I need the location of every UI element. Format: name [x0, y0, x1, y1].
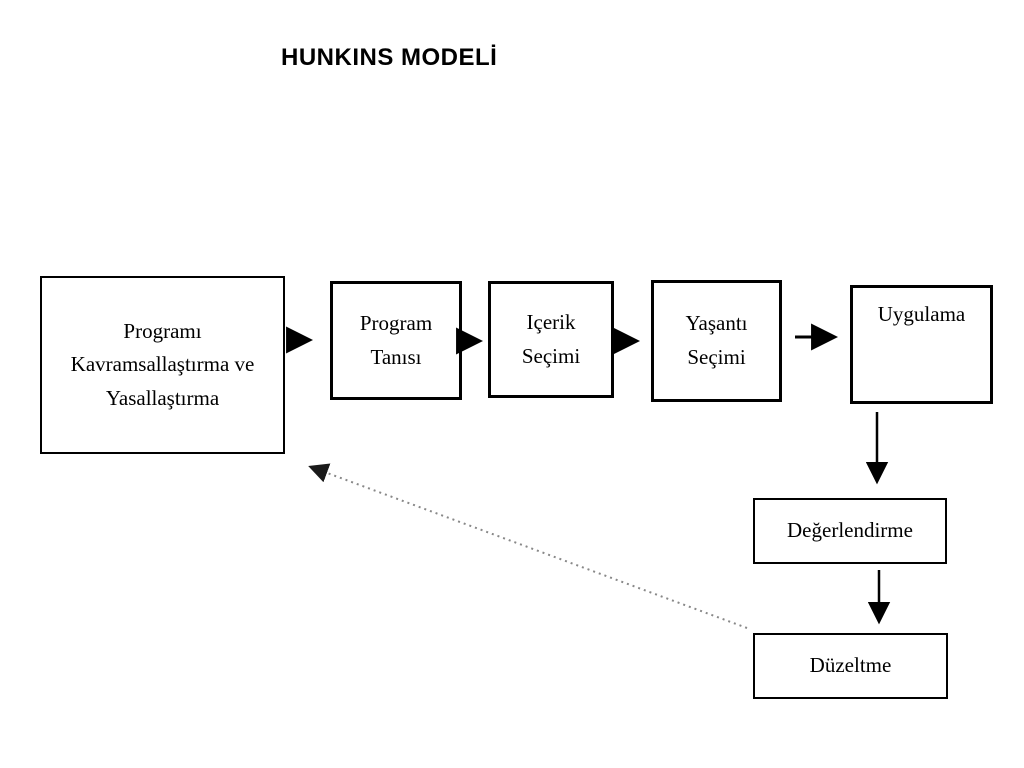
node-evaluation: Değerlendirme: [753, 498, 947, 564]
node-implementation: Uygulama: [850, 285, 993, 404]
diagram-title: HUNKINS MODELİ: [281, 44, 498, 71]
arrow-correction-feedback-to-conceptualization: [308, 463, 748, 629]
node-correction: Düzeltme: [753, 633, 948, 699]
node-conceptualization: Programı Kavramsallaştırma ve Yasallaştı…: [40, 276, 285, 454]
node-experience-selection: Yaşantı Seçimi: [651, 280, 782, 402]
node-program-diagnosis: Program Tanısı: [330, 281, 462, 400]
node-content-selection: Içerik Seçimi: [488, 281, 614, 398]
